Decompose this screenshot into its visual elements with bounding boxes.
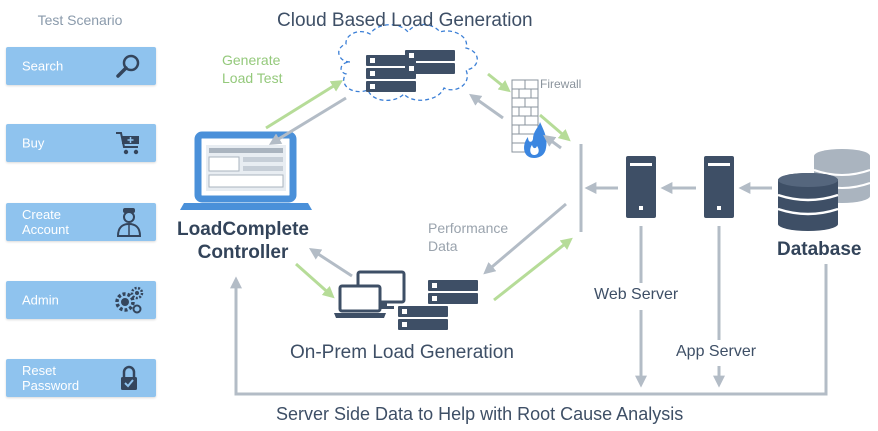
user-icon bbox=[116, 208, 142, 237]
controller-label-line1: LoadComplete bbox=[177, 219, 309, 240]
performance-label-line1: Performance bbox=[428, 220, 509, 236]
laptop-icon bbox=[180, 131, 312, 210]
arrow-cloud-to-firewall bbox=[487, 72, 511, 93]
scenario-button-admin[interactable]: Admin bbox=[6, 281, 156, 319]
search-icon bbox=[116, 54, 140, 78]
arrow-onprem-to-network bbox=[493, 237, 573, 302]
arrow-generate-load bbox=[265, 80, 344, 130]
controller-label-line2: Controller bbox=[197, 242, 289, 263]
scenario-button-buy[interactable]: Buy bbox=[6, 124, 156, 162]
onprem-server-stack bbox=[398, 280, 478, 330]
app-server-label: App Server bbox=[676, 343, 757, 361]
gears-icon bbox=[115, 286, 144, 314]
scenario-button-search[interactable]: Search bbox=[6, 47, 156, 85]
cloud-shape bbox=[338, 23, 478, 101]
web-server-icon bbox=[626, 156, 656, 218]
generate-label-line1: Generate bbox=[222, 52, 281, 68]
scenario-label: Create Account bbox=[22, 207, 69, 237]
arrow-network-to-firewall bbox=[543, 134, 562, 150]
arrow-onprem-to-controller bbox=[308, 248, 353, 278]
scenario-label: Buy bbox=[22, 135, 45, 151]
onprem-title: On-Prem Load Generation bbox=[290, 342, 514, 363]
database-icon bbox=[777, 149, 871, 231]
scenario-label: Admin bbox=[22, 292, 59, 308]
arrow-cloud-to-controller bbox=[268, 96, 347, 145]
sidebar-title: Test Scenario bbox=[37, 12, 123, 28]
generate-label-line2: Load Test bbox=[222, 70, 283, 86]
web-server-label: Web Server bbox=[594, 286, 679, 304]
performance-label-line2: Data bbox=[428, 238, 458, 254]
scenario-label: Search bbox=[22, 58, 64, 74]
scenario-label: Reset Password bbox=[22, 363, 80, 393]
cart-icon bbox=[116, 132, 139, 155]
arrow-controller-to-onprem bbox=[295, 262, 335, 299]
onprem-laptop-icon bbox=[334, 284, 386, 318]
lock-icon bbox=[121, 365, 137, 390]
arrow-firewall-to-cloud bbox=[469, 93, 504, 120]
scenario-button-reset-password[interactable]: Reset Password bbox=[6, 359, 156, 397]
app-server-icon bbox=[704, 156, 734, 218]
firewall-label: Firewall bbox=[540, 77, 582, 91]
cloud-server-stack bbox=[366, 50, 455, 92]
firewall-icon bbox=[511, 79, 547, 158]
arrow-root-cause-loop bbox=[230, 264, 828, 396]
database-label: Database bbox=[777, 239, 862, 260]
footer-caption: Server Side Data to Help with Root Cause… bbox=[276, 404, 684, 424]
scenario-button-create-account[interactable]: Create Account bbox=[6, 203, 156, 241]
arrow-performance-data bbox=[483, 202, 567, 275]
cloud-title: Cloud Based Load Generation bbox=[277, 10, 533, 31]
arrow-firewall-to-network bbox=[539, 113, 571, 142]
